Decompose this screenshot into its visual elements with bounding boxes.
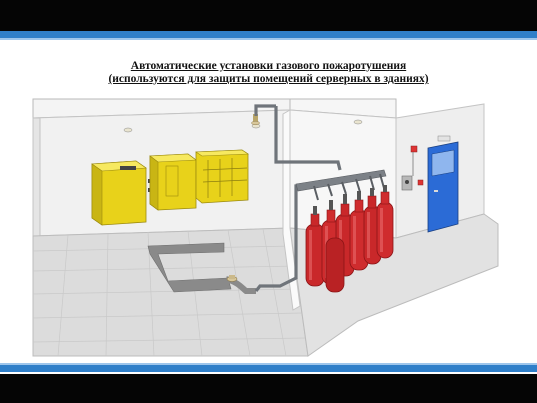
gas-cylinder-7: [325, 237, 345, 293]
smoke-detector-icon: [123, 119, 363, 133]
server-cabinet-3: [195, 149, 249, 204]
manifold-pipe: [295, 169, 387, 201]
floor-cable-channel: [147, 242, 232, 293]
nozzle-icon: [251, 114, 260, 126]
server-cabinet-1: [91, 160, 154, 226]
gas-cylinder-bank: [305, 185, 394, 293]
slide-title: Автоматические установки газового пожаро…: [0, 60, 537, 86]
bottom-frame-bar: [0, 374, 537, 403]
server-cabinet-2: [149, 153, 197, 211]
door-icon: [427, 135, 459, 233]
bottom-accent-stripe-light: [0, 363, 537, 365]
bottom-accent-stripe: [0, 365, 537, 372]
top-accent-stripe: [0, 31, 537, 38]
floor-nozzle-icon: [226, 275, 238, 282]
gas-fire-suppression-diagram: [32, 98, 499, 357]
gas-cylinder-1: [305, 206, 325, 287]
control-panel-icon: [401, 175, 413, 191]
title-line-2: (используются для защиты помещений серве…: [108, 73, 429, 85]
title-line-1: Автоматические установки газового пожаро…: [130, 60, 407, 72]
gas-cylinder-6: [376, 185, 394, 259]
alarm-light-icon: [410, 145, 424, 186]
top-accent-stripe-light: [0, 38, 537, 40]
top-frame-bar: [0, 0, 537, 31]
gas-cylinder-4: [349, 191, 369, 271]
left-room-side-wall: [32, 117, 41, 237]
partition-wall: [282, 109, 301, 311]
